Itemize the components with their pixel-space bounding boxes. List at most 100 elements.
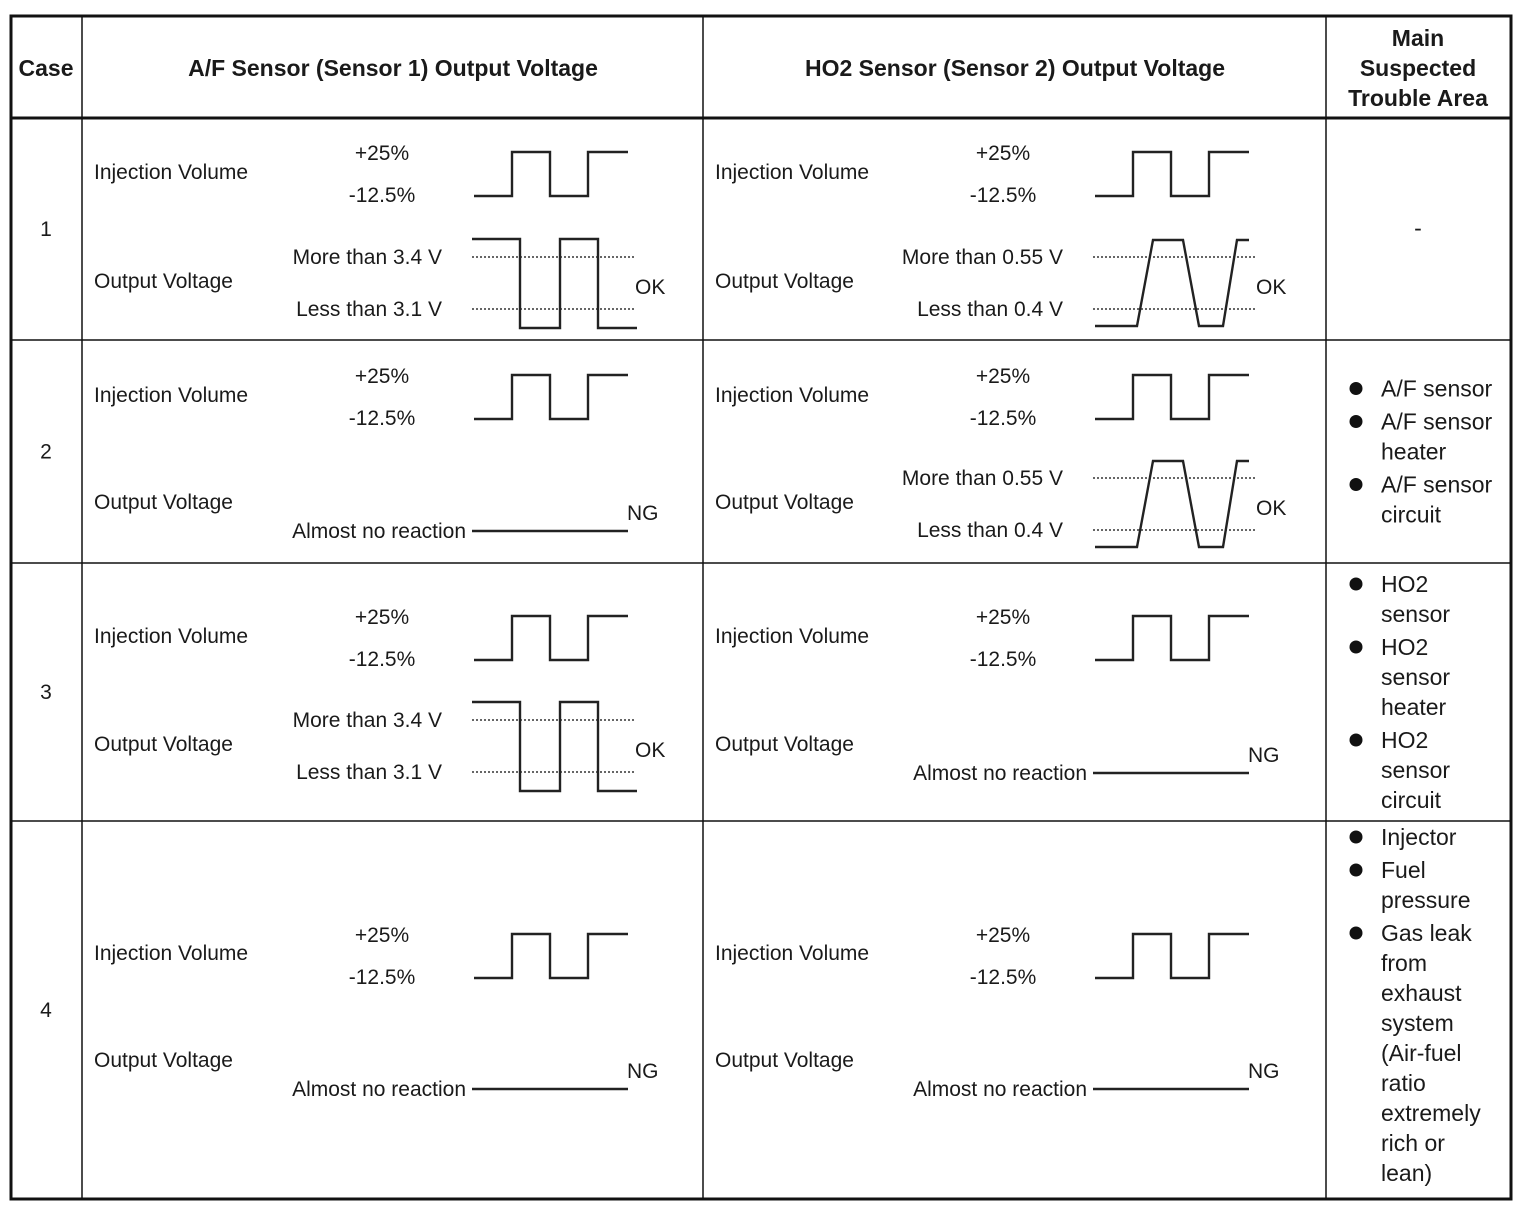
- header-case: Case: [19, 55, 74, 81]
- injection-waveform: [1095, 373, 1249, 421]
- trouble-item-text: A/F sensor: [1381, 409, 1493, 435]
- trouble-item-text: sensor: [1381, 601, 1450, 627]
- injection-plus-label: +25%: [976, 365, 1030, 388]
- table-frame: [9, 14, 1513, 1201]
- trouble-item-text: from: [1381, 950, 1427, 976]
- injection-waveform: [1095, 932, 1249, 980]
- bullet-icon: [1349, 830, 1363, 844]
- injection-volume-label: Injection Volume: [94, 942, 248, 965]
- injection-volume-label: Injection Volume: [715, 942, 869, 965]
- trouble-item-text: Fuel: [1381, 857, 1426, 883]
- bullet-icon: [1349, 863, 1363, 877]
- trouble-item-text: exhaust: [1381, 980, 1462, 1006]
- result-ng: NG: [1248, 744, 1280, 767]
- result-ng: NG: [1248, 1060, 1280, 1083]
- bullet-icon: [1349, 640, 1363, 654]
- header-af-sensor: A/F Sensor (Sensor 1) Output Voltage: [188, 55, 598, 81]
- injection-plus-label: +25%: [355, 924, 409, 947]
- trouble-item-text: A/F sensor: [1381, 472, 1493, 498]
- trouble-item-text: circuit: [1381, 787, 1442, 813]
- trouble-item-text: HO2: [1381, 571, 1428, 597]
- output-voltage-label: Output Voltage: [94, 733, 233, 756]
- threshold-low-label: Less than 3.1 V: [296, 761, 442, 784]
- output-voltage-label: Output Voltage: [715, 491, 854, 514]
- trouble-item-text: Gas leak: [1381, 920, 1472, 946]
- threshold-low-label: Less than 3.1 V: [296, 298, 442, 321]
- injection-plus-label: +25%: [355, 365, 409, 388]
- trouble-item-text: pressure: [1381, 887, 1470, 913]
- injection-waveform: [474, 614, 628, 662]
- output-voltage-label: Output Voltage: [94, 491, 233, 514]
- case-number: 3: [40, 681, 52, 704]
- no-reaction-label: Almost no reaction: [292, 520, 466, 543]
- output-voltage-label: Output Voltage: [715, 270, 854, 293]
- header-trouble-line3: Trouble Area: [1348, 85, 1488, 111]
- output-waveform: [472, 700, 637, 793]
- injection-waveform: [1095, 150, 1249, 198]
- case-number: 2: [40, 441, 52, 464]
- injection-volume-label: Injection Volume: [715, 161, 869, 184]
- bullet-icon: [1349, 733, 1363, 747]
- threshold-high-label: More than 3.4 V: [293, 709, 442, 732]
- result-ng: NG: [627, 1060, 659, 1083]
- injection-plus-label: +25%: [976, 142, 1030, 165]
- trouble-item-text: ratio: [1381, 1070, 1426, 1096]
- injection-volume-label: Injection Volume: [94, 384, 248, 407]
- trouble-item-text: heater: [1381, 439, 1447, 465]
- bullet-icon: [1349, 382, 1363, 395]
- injection-volume-label: Injection Volume: [94, 161, 248, 184]
- result-ok: OK: [635, 739, 665, 762]
- trouble-item-text: HO2: [1381, 634, 1428, 660]
- trouble-item-text: sensor: [1381, 664, 1450, 690]
- no-reaction-label: Almost no reaction: [913, 1078, 1087, 1101]
- injection-waveform: [474, 150, 628, 198]
- injection-minus-label: -12.5%: [349, 407, 416, 430]
- injection-minus-label: -12.5%: [970, 966, 1037, 989]
- bullet-icon: [1349, 415, 1363, 428]
- trouble-item-text: circuit: [1381, 502, 1442, 528]
- output-voltage-label: Output Voltage: [715, 1049, 854, 1072]
- injection-volume-label: Injection Volume: [715, 384, 869, 407]
- bullet-icon: [1349, 926, 1363, 940]
- injection-volume-label: Injection Volume: [94, 625, 248, 648]
- case-number: 1: [40, 218, 52, 241]
- injection-plus-label: +25%: [355, 606, 409, 629]
- injection-waveform: [474, 932, 628, 980]
- trouble-item-text: heater: [1381, 694, 1447, 720]
- header-trouble-line2: Suspected: [1360, 55, 1476, 81]
- injection-minus-label: -12.5%: [970, 407, 1037, 430]
- result-ok: OK: [1256, 276, 1286, 299]
- result-ng: NG: [627, 502, 659, 525]
- header-trouble-line1: Main: [1392, 25, 1444, 51]
- threshold-low-label: Less than 0.4 V: [917, 298, 1063, 321]
- trouble-item-text: Injector: [1381, 824, 1457, 850]
- threshold-low-label: Less than 0.4 V: [917, 519, 1063, 542]
- header-ho2-sensor: HO2 Sensor (Sensor 2) Output Voltage: [805, 55, 1225, 81]
- threshold-high-label: More than 0.55 V: [902, 246, 1063, 269]
- trouble-item-text: lean): [1381, 1160, 1432, 1186]
- trouble-item-text: A/F sensor: [1381, 376, 1493, 402]
- result-ok: OK: [635, 276, 665, 299]
- bullet-icon: [1349, 478, 1363, 491]
- injection-volume-label: Injection Volume: [715, 625, 869, 648]
- injection-plus-label: +25%: [976, 606, 1030, 629]
- trouble-item-text: HO2: [1381, 727, 1428, 753]
- injection-minus-label: -12.5%: [349, 648, 416, 671]
- output-waveform: [1095, 459, 1249, 549]
- trouble-item-text: extremely: [1381, 1100, 1481, 1126]
- result-ok: OK: [1256, 497, 1286, 520]
- injection-minus-label: -12.5%: [349, 184, 416, 207]
- injection-waveform: [474, 373, 628, 421]
- injection-waveform: [1095, 614, 1249, 662]
- no-reaction-label: Almost no reaction: [292, 1078, 466, 1101]
- injection-minus-label: -12.5%: [970, 184, 1037, 207]
- trouble-item-text: rich or: [1381, 1130, 1445, 1156]
- injection-plus-label: +25%: [976, 924, 1030, 947]
- output-voltage-label: Output Voltage: [715, 733, 854, 756]
- output-waveform: [472, 237, 637, 330]
- injection-minus-label: -12.5%: [349, 966, 416, 989]
- case-number: 4: [40, 999, 52, 1022]
- threshold-high-label: More than 0.55 V: [902, 467, 1063, 490]
- trouble-item-text: (Air-fuel: [1381, 1040, 1462, 1066]
